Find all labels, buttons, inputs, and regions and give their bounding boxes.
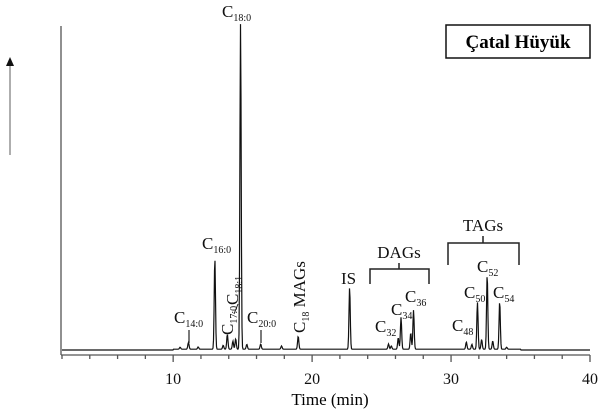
peak-label-c17-0: C17:0: [218, 306, 240, 335]
peak-label-c18-0: C18:0: [222, 2, 251, 24]
group-label-dags: DAGs: [377, 243, 420, 262]
peak-label-c48: C48: [452, 316, 473, 338]
peak-label-c20-0: C20:0: [247, 308, 276, 330]
chart-title: Çatal Hüyük: [465, 32, 570, 53]
peak-label-c18-mags: C18 MAGs: [290, 261, 312, 333]
x-tick-label: 30: [443, 371, 459, 388]
c18-1-marker: [233, 303, 239, 315]
peak-label-c16-0: C16:0: [202, 234, 231, 256]
dags-bracket: [369, 263, 430, 284]
tags-bracket: [447, 236, 520, 265]
group-label-tags: TAGs: [463, 216, 503, 235]
x-tick-label: 10: [165, 371, 181, 388]
peak-label-c54: C54: [493, 283, 514, 305]
chromatogram-trace: [62, 24, 590, 351]
x-tick-label: 20: [304, 371, 320, 388]
peak-label-c34: C34: [391, 300, 412, 322]
peak-label-c36: C36: [405, 287, 426, 309]
peak-label-c14-0: C14:0: [174, 308, 203, 330]
peak-label-is: IS: [341, 269, 356, 288]
x-axis-label: Time (min): [291, 390, 368, 409]
x-tick-label: 40: [582, 371, 598, 388]
peak-label-c32: C32: [375, 317, 396, 339]
y-arrow-icon: [6, 57, 14, 155]
peak-label-c50: C50: [464, 283, 485, 305]
title-box: [445, 24, 591, 59]
peak-label-c18-1: C18:1: [223, 276, 245, 305]
peak-label-c52: C52: [477, 257, 498, 279]
